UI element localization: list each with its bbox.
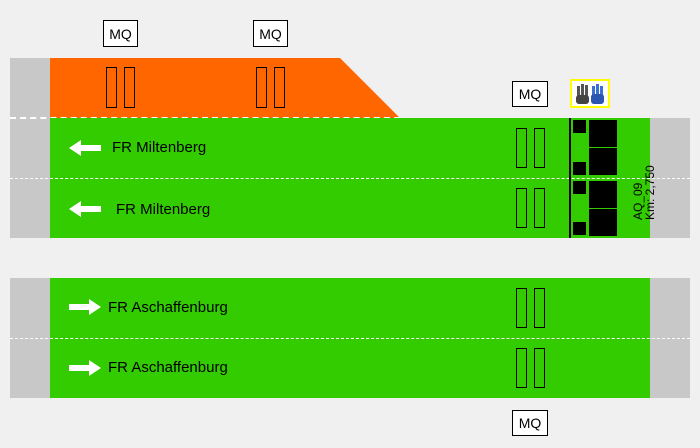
lane-north-1-label: FR Miltenberg (112, 139, 207, 156)
detector-closed-1b[interactable] (124, 67, 135, 108)
sign-lane-2-top-large[interactable] (589, 181, 617, 208)
gantry-km: Km: 2,750 (643, 165, 657, 220)
sign-lane-2-bottom-large[interactable] (589, 209, 617, 236)
detector-closed-2b[interactable] (274, 67, 285, 108)
lane-south-2[interactable] (50, 338, 650, 398)
mq-label-bottom[interactable]: MQ (512, 410, 548, 436)
sign-lane-2-top-small[interactable] (573, 181, 586, 194)
lane-divider-north (10, 178, 690, 179)
lane-south-1[interactable] (50, 278, 650, 338)
detector-south-2b[interactable] (534, 348, 545, 388)
arrow-right-icon (69, 360, 101, 376)
detector-closed-1a[interactable] (106, 67, 117, 108)
sign-lane-2-bottom-small[interactable] (573, 222, 586, 235)
sign-lane-1-bottom-small[interactable] (573, 162, 586, 175)
closed-lane[interactable] (50, 58, 400, 118)
mq-label-top-left[interactable]: MQ (103, 20, 138, 47)
hand-control-icon (576, 84, 604, 104)
lane-divider-south (10, 338, 690, 339)
mq-label-top-mid[interactable]: MQ (253, 20, 288, 47)
sign-lane-1-top-large[interactable] (589, 120, 617, 147)
lane-north-2-label: FR Miltenberg (116, 201, 211, 218)
detector-south-1a[interactable] (516, 288, 527, 328)
mq-label-right-upper[interactable]: MQ (512, 81, 548, 107)
arrow-left-icon (69, 140, 101, 156)
detector-north-1a[interactable] (516, 128, 527, 168)
arrow-left-icon (69, 201, 101, 217)
gantry-control-button[interactable] (570, 79, 610, 108)
detector-closed-2a[interactable] (256, 67, 267, 108)
detector-south-1b[interactable] (534, 288, 545, 328)
lane-north-2[interactable] (50, 178, 650, 238)
gantry-sign-panel[interactable] (569, 118, 618, 238)
gantry-label: AQ_09 Km: 2,750 (620, 150, 657, 222)
lane-south-1-label: FR Aschaffenburg (108, 299, 228, 316)
detector-south-2a[interactable] (516, 348, 527, 388)
lane-south-2-label: FR Aschaffenburg (108, 359, 228, 376)
detector-north-2a[interactable] (516, 188, 527, 228)
closed-lane-shape (50, 58, 400, 118)
arrow-right-icon (69, 299, 101, 315)
sign-lane-1-top-small[interactable] (573, 120, 586, 133)
sign-lane-1-bottom-large[interactable] (589, 148, 617, 175)
gantry-post (569, 118, 571, 238)
detector-north-1b[interactable] (534, 128, 545, 168)
detector-north-2b[interactable] (534, 188, 545, 228)
lane-north-1[interactable] (50, 118, 650, 178)
shoulder-north-left (10, 58, 50, 238)
